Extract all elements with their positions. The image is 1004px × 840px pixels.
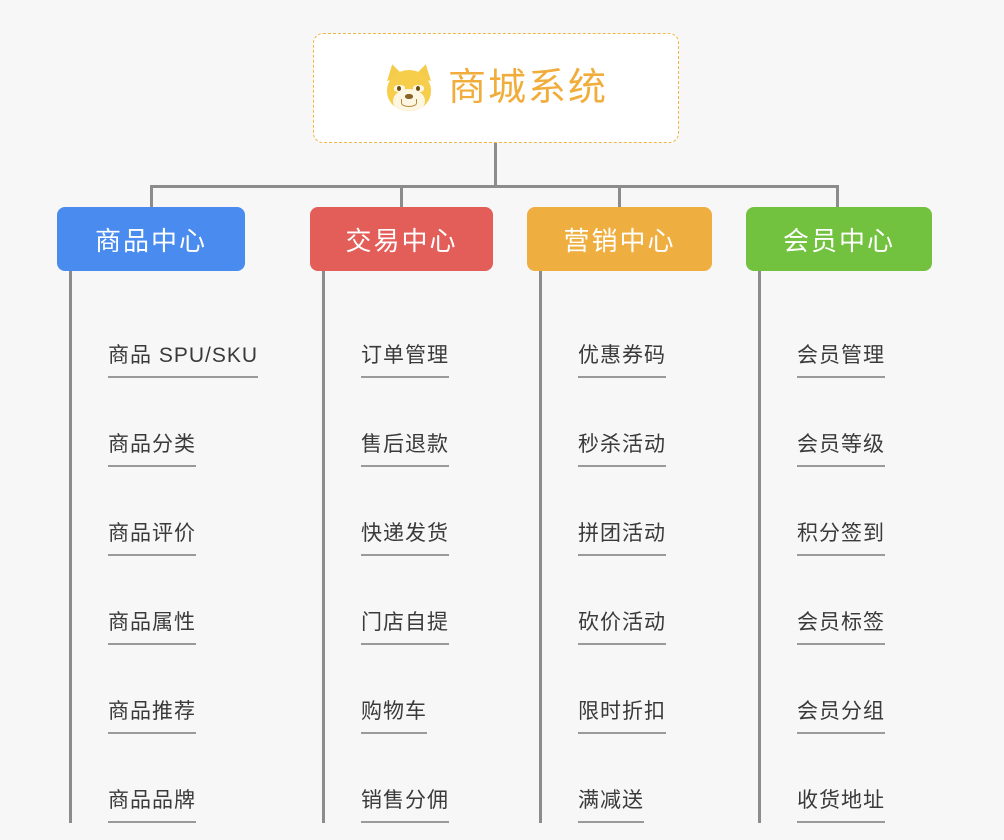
leaf-label: 销售分佣	[361, 790, 449, 823]
list-item[interactable]: 销售分佣	[325, 734, 493, 823]
leaf-label: 限时折扣	[578, 701, 666, 734]
leaf-label: 门店自提	[361, 612, 449, 645]
leaf-label: 会员管理	[797, 345, 885, 378]
list-item[interactable]: 会员管理	[761, 289, 932, 378]
list-item[interactable]: 商品 SPU/SKU	[72, 289, 259, 378]
shiba-dog-emoji-icon	[383, 62, 435, 112]
category-column-product: 商品中心 商品 SPU/SKU 商品分类 商品评价 商品属性 商品推荐 商品品牌	[57, 207, 259, 823]
category-node-product[interactable]: 商品中心	[57, 207, 245, 271]
category-node-marketing[interactable]: 营销中心	[527, 207, 712, 271]
connector-drop-2	[400, 185, 403, 207]
list-item[interactable]: 商品品牌	[72, 734, 245, 823]
connector-drop-1	[150, 185, 153, 207]
connector-horizontal-bus	[150, 185, 838, 188]
dog-nose-icon	[404, 94, 413, 99]
list-item[interactable]: 砍价活动	[542, 556, 712, 645]
dog-head-icon	[386, 70, 431, 111]
leaf-label: 会员等级	[797, 434, 885, 467]
list-item[interactable]: 购物车	[325, 645, 493, 734]
leaf-label: 商品推荐	[108, 701, 196, 734]
list-item[interactable]: 订单管理	[325, 289, 493, 378]
category-node-member[interactable]: 会员中心	[746, 207, 932, 271]
list-item[interactable]: 会员标签	[761, 556, 932, 645]
dog-eye-right-icon	[412, 85, 424, 92]
leaf-list-trade: 订单管理 售后退款 快递发货 门店自提 购物车 销售分佣	[322, 271, 493, 823]
category-node-trade[interactable]: 交易中心	[310, 207, 493, 271]
root-title: 商城系统	[447, 67, 608, 109]
leaf-label: 商品评价	[108, 523, 196, 556]
category-column-trade: 交易中心 订单管理 售后退款 快递发货 门店自提 购物车 销售分佣	[310, 207, 493, 823]
list-item[interactable]: 售后退款	[325, 378, 493, 467]
leaf-label: 购物车	[361, 701, 427, 734]
list-item[interactable]: 秒杀活动	[542, 378, 712, 467]
leaf-label: 商品 SPU/SKU	[108, 345, 259, 378]
leaf-label: 拼团活动	[578, 523, 666, 556]
leaf-label: 收货地址	[797, 790, 885, 823]
category-node-label: 商品中心	[94, 225, 207, 256]
leaf-label: 满减送	[578, 790, 644, 823]
list-item[interactable]: 商品属性	[72, 556, 245, 645]
dog-eye-left-icon	[393, 85, 405, 92]
leaf-label: 售后退款	[361, 434, 449, 467]
connector-root-stub	[494, 143, 497, 187]
leaf-label: 商品分类	[108, 434, 196, 467]
leaf-label: 会员标签	[797, 612, 885, 645]
list-item[interactable]: 积分签到	[761, 467, 932, 556]
list-item[interactable]: 快递发货	[325, 467, 493, 556]
list-item[interactable]: 拼团活动	[542, 467, 712, 556]
leaf-label: 快递发货	[361, 523, 449, 556]
category-column-marketing: 营销中心 优惠券码 秒杀活动 拼团活动 砍价活动 限时折扣 满减送	[527, 207, 712, 823]
list-item[interactable]: 商品评价	[72, 467, 245, 556]
list-item[interactable]: 限时折扣	[542, 645, 712, 734]
leaf-label: 商品品牌	[108, 790, 196, 823]
list-item[interactable]: 门店自提	[325, 556, 493, 645]
leaf-list-product: 商品 SPU/SKU 商品分类 商品评价 商品属性 商品推荐 商品品牌	[69, 271, 259, 823]
list-item[interactable]: 会员等级	[761, 378, 932, 467]
dog-pupil-right-icon	[415, 86, 420, 91]
leaf-label: 优惠券码	[578, 345, 666, 378]
root-node[interactable]: 商城系统	[313, 33, 679, 143]
leaf-label: 会员分组	[797, 701, 885, 734]
list-item[interactable]: 商品推荐	[72, 645, 245, 734]
category-node-label: 会员中心	[782, 225, 895, 256]
leaf-label: 秒杀活动	[578, 434, 666, 467]
list-item[interactable]: 优惠券码	[542, 289, 712, 378]
leaf-label: 商品属性	[108, 612, 196, 645]
leaf-list-member: 会员管理 会员等级 积分签到 会员标签 会员分组 收货地址	[758, 271, 932, 823]
list-item[interactable]: 收货地址	[761, 734, 932, 823]
list-item[interactable]: 满减送	[542, 734, 712, 823]
leaf-label: 积分签到	[797, 523, 885, 556]
connector-drop-4	[836, 185, 839, 207]
category-node-label: 营销中心	[563, 225, 676, 256]
category-column-member: 会员中心 会员管理 会员等级 积分签到 会员标签 会员分组 收货地址	[746, 207, 932, 823]
dog-mouth-icon	[400, 99, 417, 107]
connector-drop-3	[618, 185, 621, 207]
leaf-list-marketing: 优惠券码 秒杀活动 拼团活动 砍价活动 限时折扣 满减送	[539, 271, 712, 823]
category-node-label: 交易中心	[345, 225, 458, 256]
leaf-label: 订单管理	[361, 345, 449, 378]
dog-pupil-left-icon	[396, 86, 401, 91]
leaf-label: 砍价活动	[578, 612, 666, 645]
list-item[interactable]: 会员分组	[761, 645, 932, 734]
list-item[interactable]: 商品分类	[72, 378, 245, 467]
